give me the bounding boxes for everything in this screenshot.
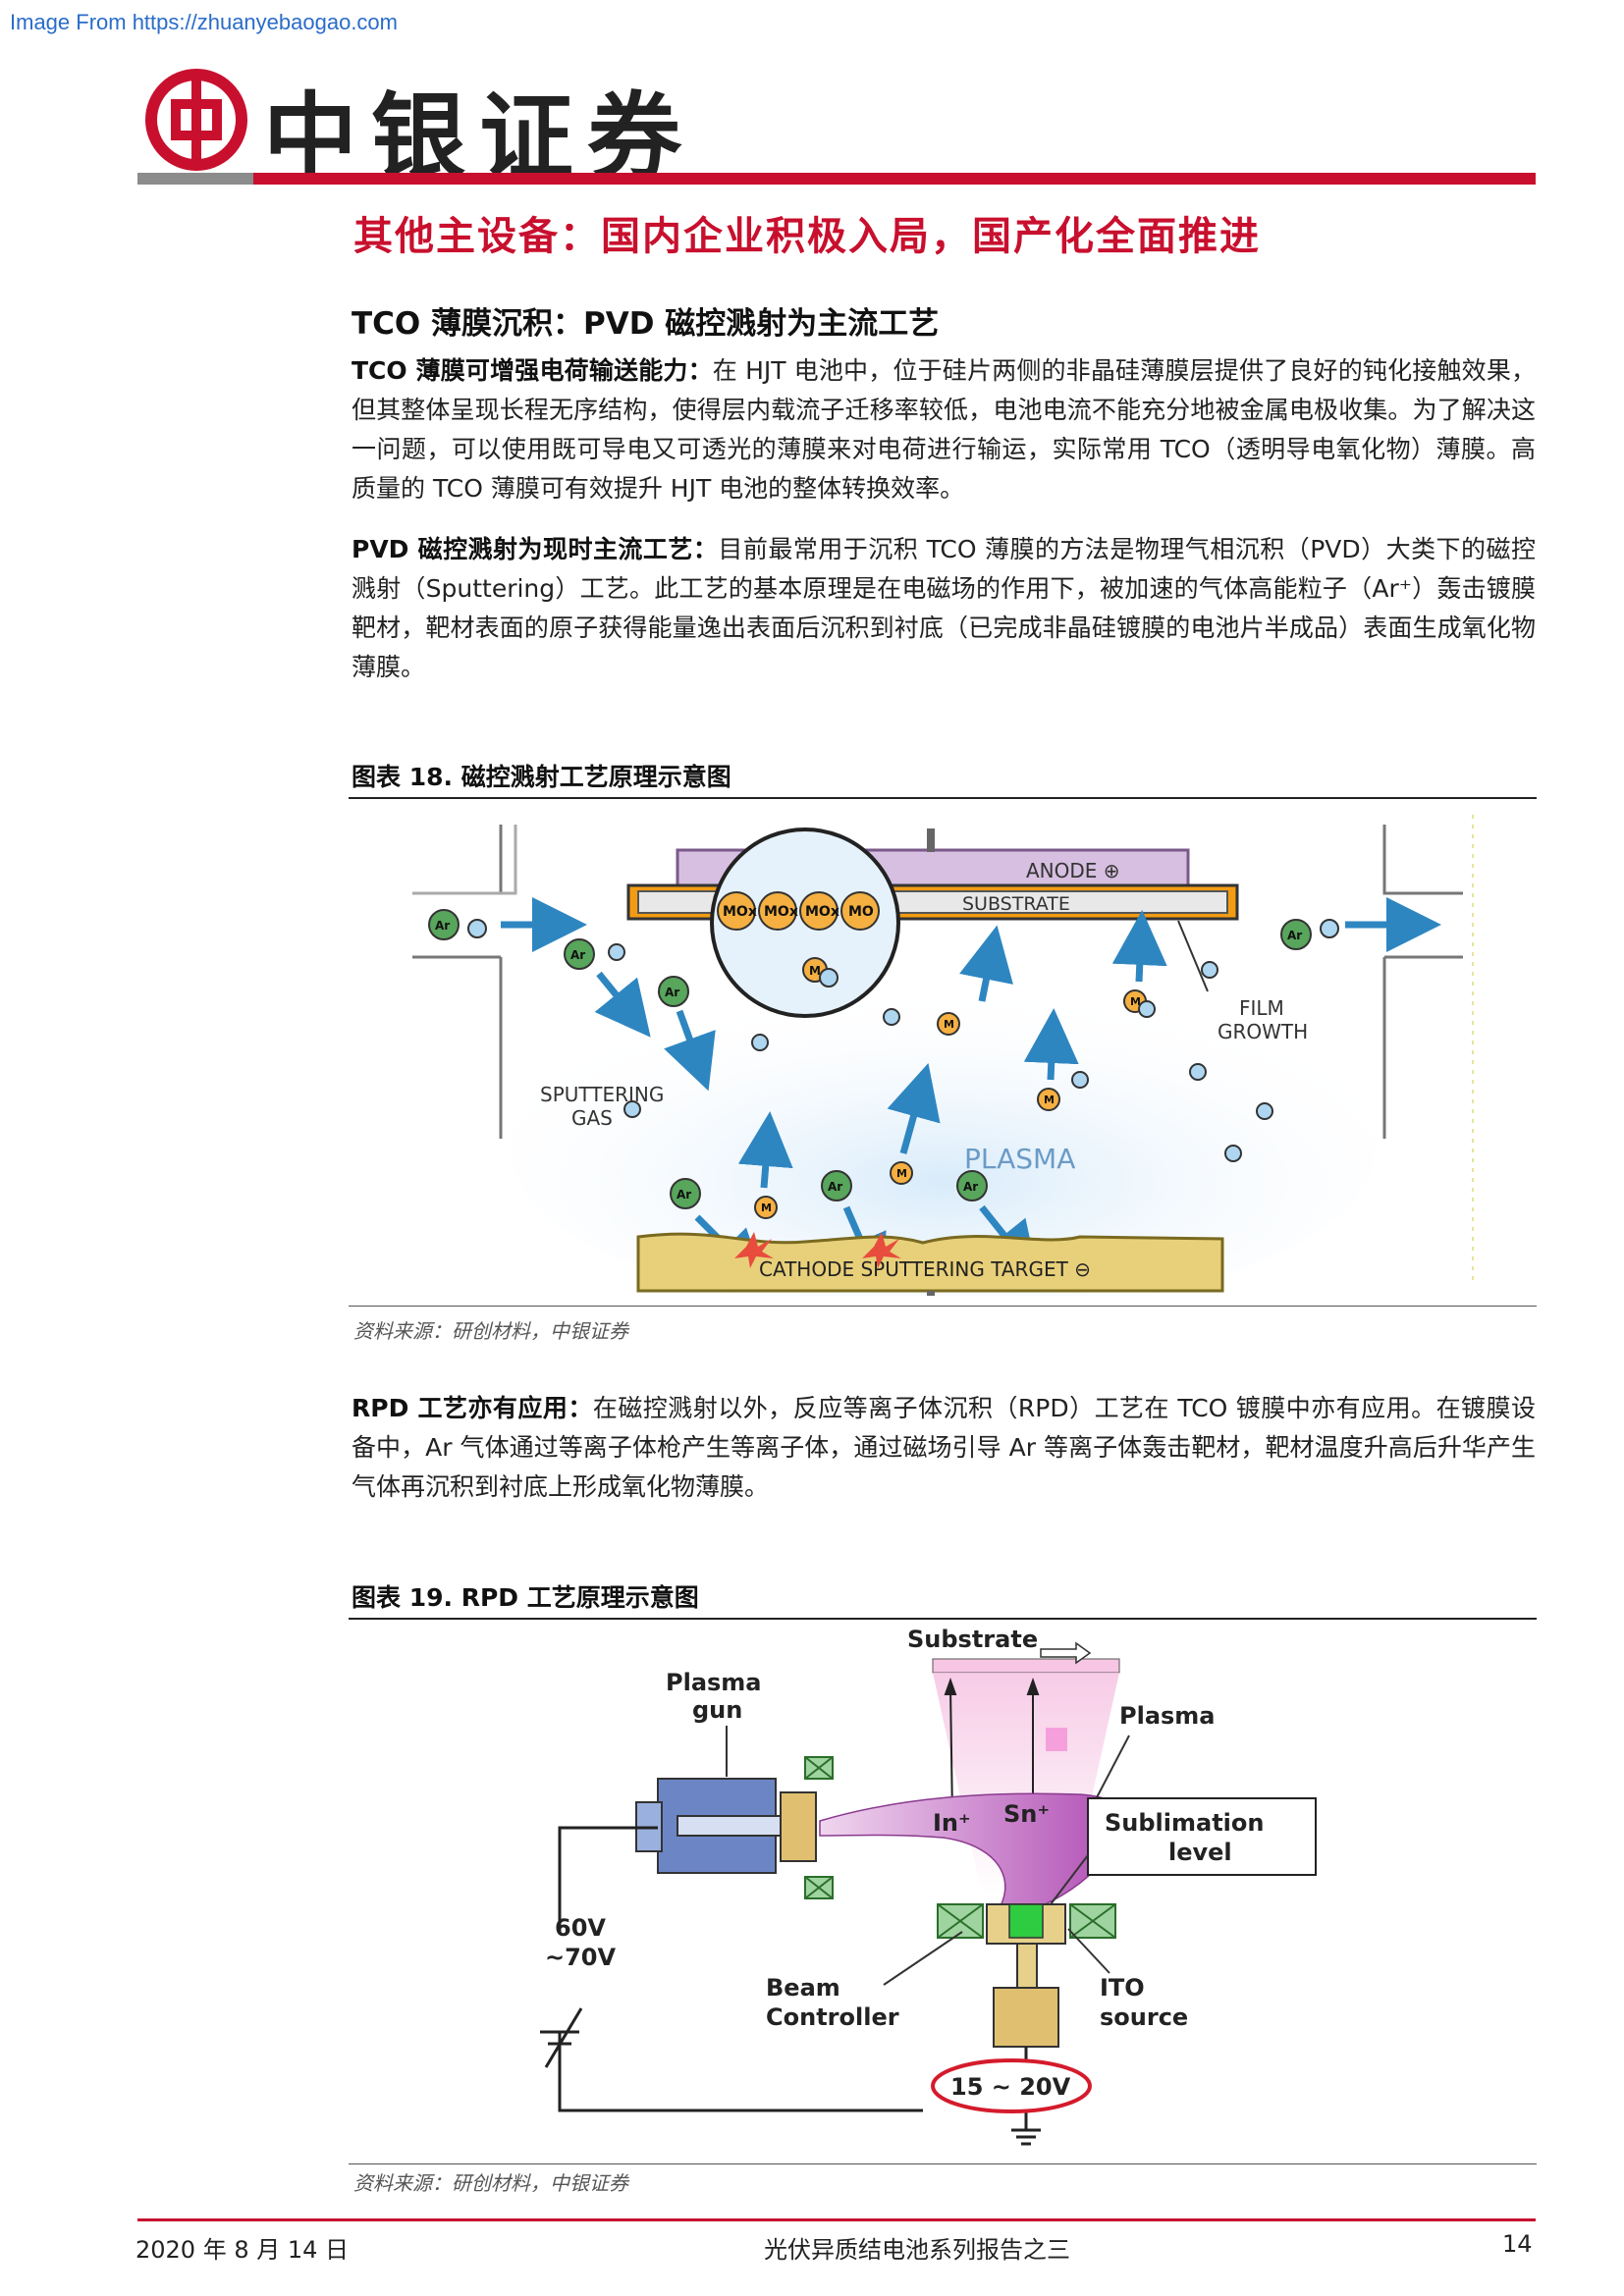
plasma-gun-label: gun [692,1696,742,1724]
ar-label: Ar [677,1188,691,1201]
paragraph-lead: RPD 工艺亦有应用： [352,1394,593,1422]
mox-label: MOx [805,904,839,920]
mox-label: MOx [723,904,757,920]
figure-18-source: 资料来源：研创材料，中银证券 [353,1319,628,1343]
in-ion-label: In⁺ [933,1809,971,1837]
footer-date: 2020 年 8 月 14 日 [135,2236,350,2264]
ar-label: Ar [570,948,585,962]
m-label: M [944,1018,954,1031]
figure-18-bottom-rule [349,1306,1537,1307]
plasma-label: PLASMA [964,1143,1075,1175]
anode-label: ANODE ⊕ [1026,859,1120,882]
mox-label: MOx [764,904,798,920]
voltage-label: ~70V [545,1944,617,1971]
substrate-label: Substrate [907,1626,1038,1653]
voltage-label: 60V [555,1914,606,1942]
paragraph-lead: TCO 薄膜可增强电荷输送能力： [352,356,713,385]
plasma-label: Plasma [1119,1702,1216,1730]
page-title: 其他主设备：国内企业积极入局，国产化全面推进 [353,213,1261,259]
footer-report-title: 光伏异质结电池系列报告之三 [764,2236,1070,2264]
sn-ion-label: Sn⁺ [1003,1800,1050,1828]
source-url[interactable]: Image From https://zhuanyebaogao.com [10,10,398,34]
ar-label: Ar [665,986,679,999]
beam-controller-label: Beam [766,1974,840,2002]
m-label: M [1044,1094,1055,1106]
film-growth-label: FILM [1239,996,1284,1020]
sublimation-box [1087,1797,1317,1876]
ito-source-label: source [1100,2003,1188,2031]
ar-label: Ar [1287,929,1302,942]
sputtering-gas-label: GAS [571,1106,613,1130]
ar-label: Ar [435,919,450,933]
m-label: M [809,964,821,978]
m-label: M [896,1167,907,1180]
film-growth-label: GROWTH [1218,1020,1308,1043]
bias-voltage-oval [931,2058,1092,2113]
figure-19-top-rule [349,1618,1537,1620]
bias-voltage-label: 15 ~ 20V [950,2073,1071,2101]
ito-source-label: ITO [1100,1974,1145,2002]
figure-19-source: 资料来源：研创材料，中银证券 [353,2171,628,2195]
section-heading: TCO 薄膜沉积：PVD 磁控溅射为主流工艺 [352,306,940,342]
paragraph-rpd: RPD 工艺亦有应用：在磁控溅射以外，反应等离子体沉积（RPD）工艺在 TCO … [352,1389,1536,1507]
figure-19-caption: 图表 19. RPD 工艺原理示意图 [352,1583,699,1612]
cathode-label: CATHODE SPUTTERING TARGET ⊖ [759,1257,1091,1281]
rpd-diagram: Substrate Plasma gun In⁺ Sn⁺ Plasma Subl… [540,1626,1317,2146]
paragraph-text: 在磁控溅射以外，反应等离子体沉积（RPD）工艺在 TCO 镀膜中亦有应用。在镀膜… [352,1394,1536,1501]
sputtering-gas-label: SPUTTERING [540,1083,664,1106]
m-label: M [761,1201,772,1214]
substrate-bar [932,1658,1120,1674]
sublimation-label: Sublimation [1105,1809,1264,1837]
header-rule [137,173,1536,185]
paragraph-text: 目前最常用于沉积 TCO 薄膜的方法是物理气相沉积（PVD）大类下的磁控溅射（S… [352,535,1536,681]
paragraph-lead: PVD 磁控溅射为现时主流工艺： [352,535,719,563]
figure-19-bottom-rule [349,2163,1537,2164]
ito-target [1008,1903,1044,1939]
ar-label: Ar [963,1180,978,1194]
bank-logo-icon [145,69,247,171]
sublimation-label: level [1168,1839,1232,1866]
paragraph-tco: TCO 薄膜可增强电荷输送能力：在 HJT 电池中，位于硅片两侧的非晶硅薄膜层提… [352,351,1536,508]
plasma-beam [819,1792,1126,1920]
footer-rule [137,2218,1536,2221]
paragraph-text: 在 HJT 电池中，位于硅片两侧的非晶硅薄膜层提供了良好的钝化接触效果，但其整体… [352,356,1537,503]
footer-page-number: 14 [1502,2230,1533,2258]
mo-label: MO [848,904,874,920]
substrate-label: SUBSTRATE [962,893,1070,915]
ar-label: Ar [828,1180,842,1194]
plasma-gun-label: Plasma [666,1669,762,1696]
figure-18-top-rule [349,797,1537,799]
figure-18-caption: 图表 18. 磁控溅射工艺原理示意图 [352,763,731,791]
beam-controller-label: Controller [766,2003,899,2031]
paragraph-pvd: PVD 磁控溅射为现时主流工艺：目前最常用于沉积 TCO 薄膜的方法是物理气相沉… [352,530,1536,687]
m-label: M [1130,995,1141,1008]
sputtering-diagram: ANODE ⊕ SUBSTRATE MOx MOx MOx MO M Ar Ar [412,815,1474,1296]
